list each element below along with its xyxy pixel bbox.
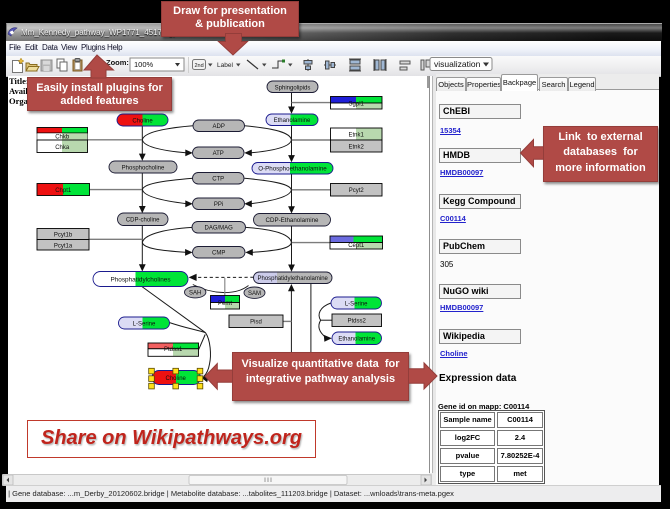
svg-text:Phosphocholine: Phosphocholine bbox=[122, 166, 165, 172]
svg-text:DAG/MAG: DAG/MAG bbox=[205, 226, 234, 232]
svg-text:Ethanolamine: Ethanolamine bbox=[274, 118, 311, 124]
svg-text:100%: 100% bbox=[134, 60, 154, 69]
svg-text:Title:: Title: bbox=[9, 76, 29, 86]
svg-text:Chpt1: Chpt1 bbox=[55, 188, 72, 194]
svg-text:L-Serine: L-Serine bbox=[133, 322, 156, 328]
svg-text:CMP: CMP bbox=[212, 251, 225, 257]
svg-text:CTP: CTP bbox=[212, 177, 224, 183]
svg-text:PPi: PPi bbox=[214, 202, 223, 208]
svg-text:ATP: ATP bbox=[213, 151, 224, 157]
svg-text:Choline: Choline bbox=[166, 376, 187, 382]
svg-text:Cept1: Cept1 bbox=[348, 243, 365, 249]
svg-text:Etnk2: Etnk2 bbox=[349, 145, 365, 151]
svg-text:Chka: Chka bbox=[55, 145, 70, 151]
svg-text:Ptdss2: Ptdss2 bbox=[348, 319, 367, 325]
svg-text:Ptdss1: Ptdss1 bbox=[164, 347, 183, 353]
svg-text:SAM: SAM bbox=[248, 291, 261, 297]
svg-text:Sphingolipids: Sphingolipids bbox=[275, 86, 311, 92]
svg-text:Etnk1: Etnk1 bbox=[349, 133, 365, 139]
svg-text:O-Phosphoethanolamine: O-Phosphoethanolamine bbox=[258, 166, 327, 173]
svg-text:ADP: ADP bbox=[213, 124, 225, 130]
svg-text:Available: Available bbox=[9, 86, 43, 96]
svg-text:Label: Label bbox=[217, 62, 233, 69]
svg-text:Pcyt1b: Pcyt1b bbox=[54, 233, 73, 239]
svg-text:L-Serine: L-Serine bbox=[345, 302, 368, 308]
svg-text:Pcyt2: Pcyt2 bbox=[349, 188, 365, 194]
svg-text:SAH: SAH bbox=[189, 291, 201, 297]
svg-text:Pemt: Pemt bbox=[218, 301, 232, 307]
svg-text:Pcyt1a: Pcyt1a bbox=[54, 244, 73, 250]
svg-text:Phosphatidylcholines: Phosphatidylcholines bbox=[110, 277, 170, 284]
svg-text:Sgpl1: Sgpl1 bbox=[349, 102, 365, 108]
svg-text:CDP-Ethanolamine: CDP-Ethanolamine bbox=[266, 217, 320, 224]
svg-text:Pisd: Pisd bbox=[250, 320, 262, 326]
svg-text:Choline: Choline bbox=[132, 119, 153, 125]
svg-text:Ethanolamine: Ethanolamine bbox=[338, 337, 375, 343]
svg-text:Chkb: Chkb bbox=[55, 135, 70, 141]
svg-text:visualization: visualization bbox=[434, 59, 481, 69]
svg-text:CDP-choline: CDP-choline bbox=[126, 218, 160, 224]
svg-text:2nd: 2nd bbox=[195, 63, 204, 69]
svg-text:Phosphatidylethanolamine: Phosphatidylethanolamine bbox=[258, 276, 329, 282]
svg-text:Zoom:: Zoom: bbox=[106, 58, 129, 67]
